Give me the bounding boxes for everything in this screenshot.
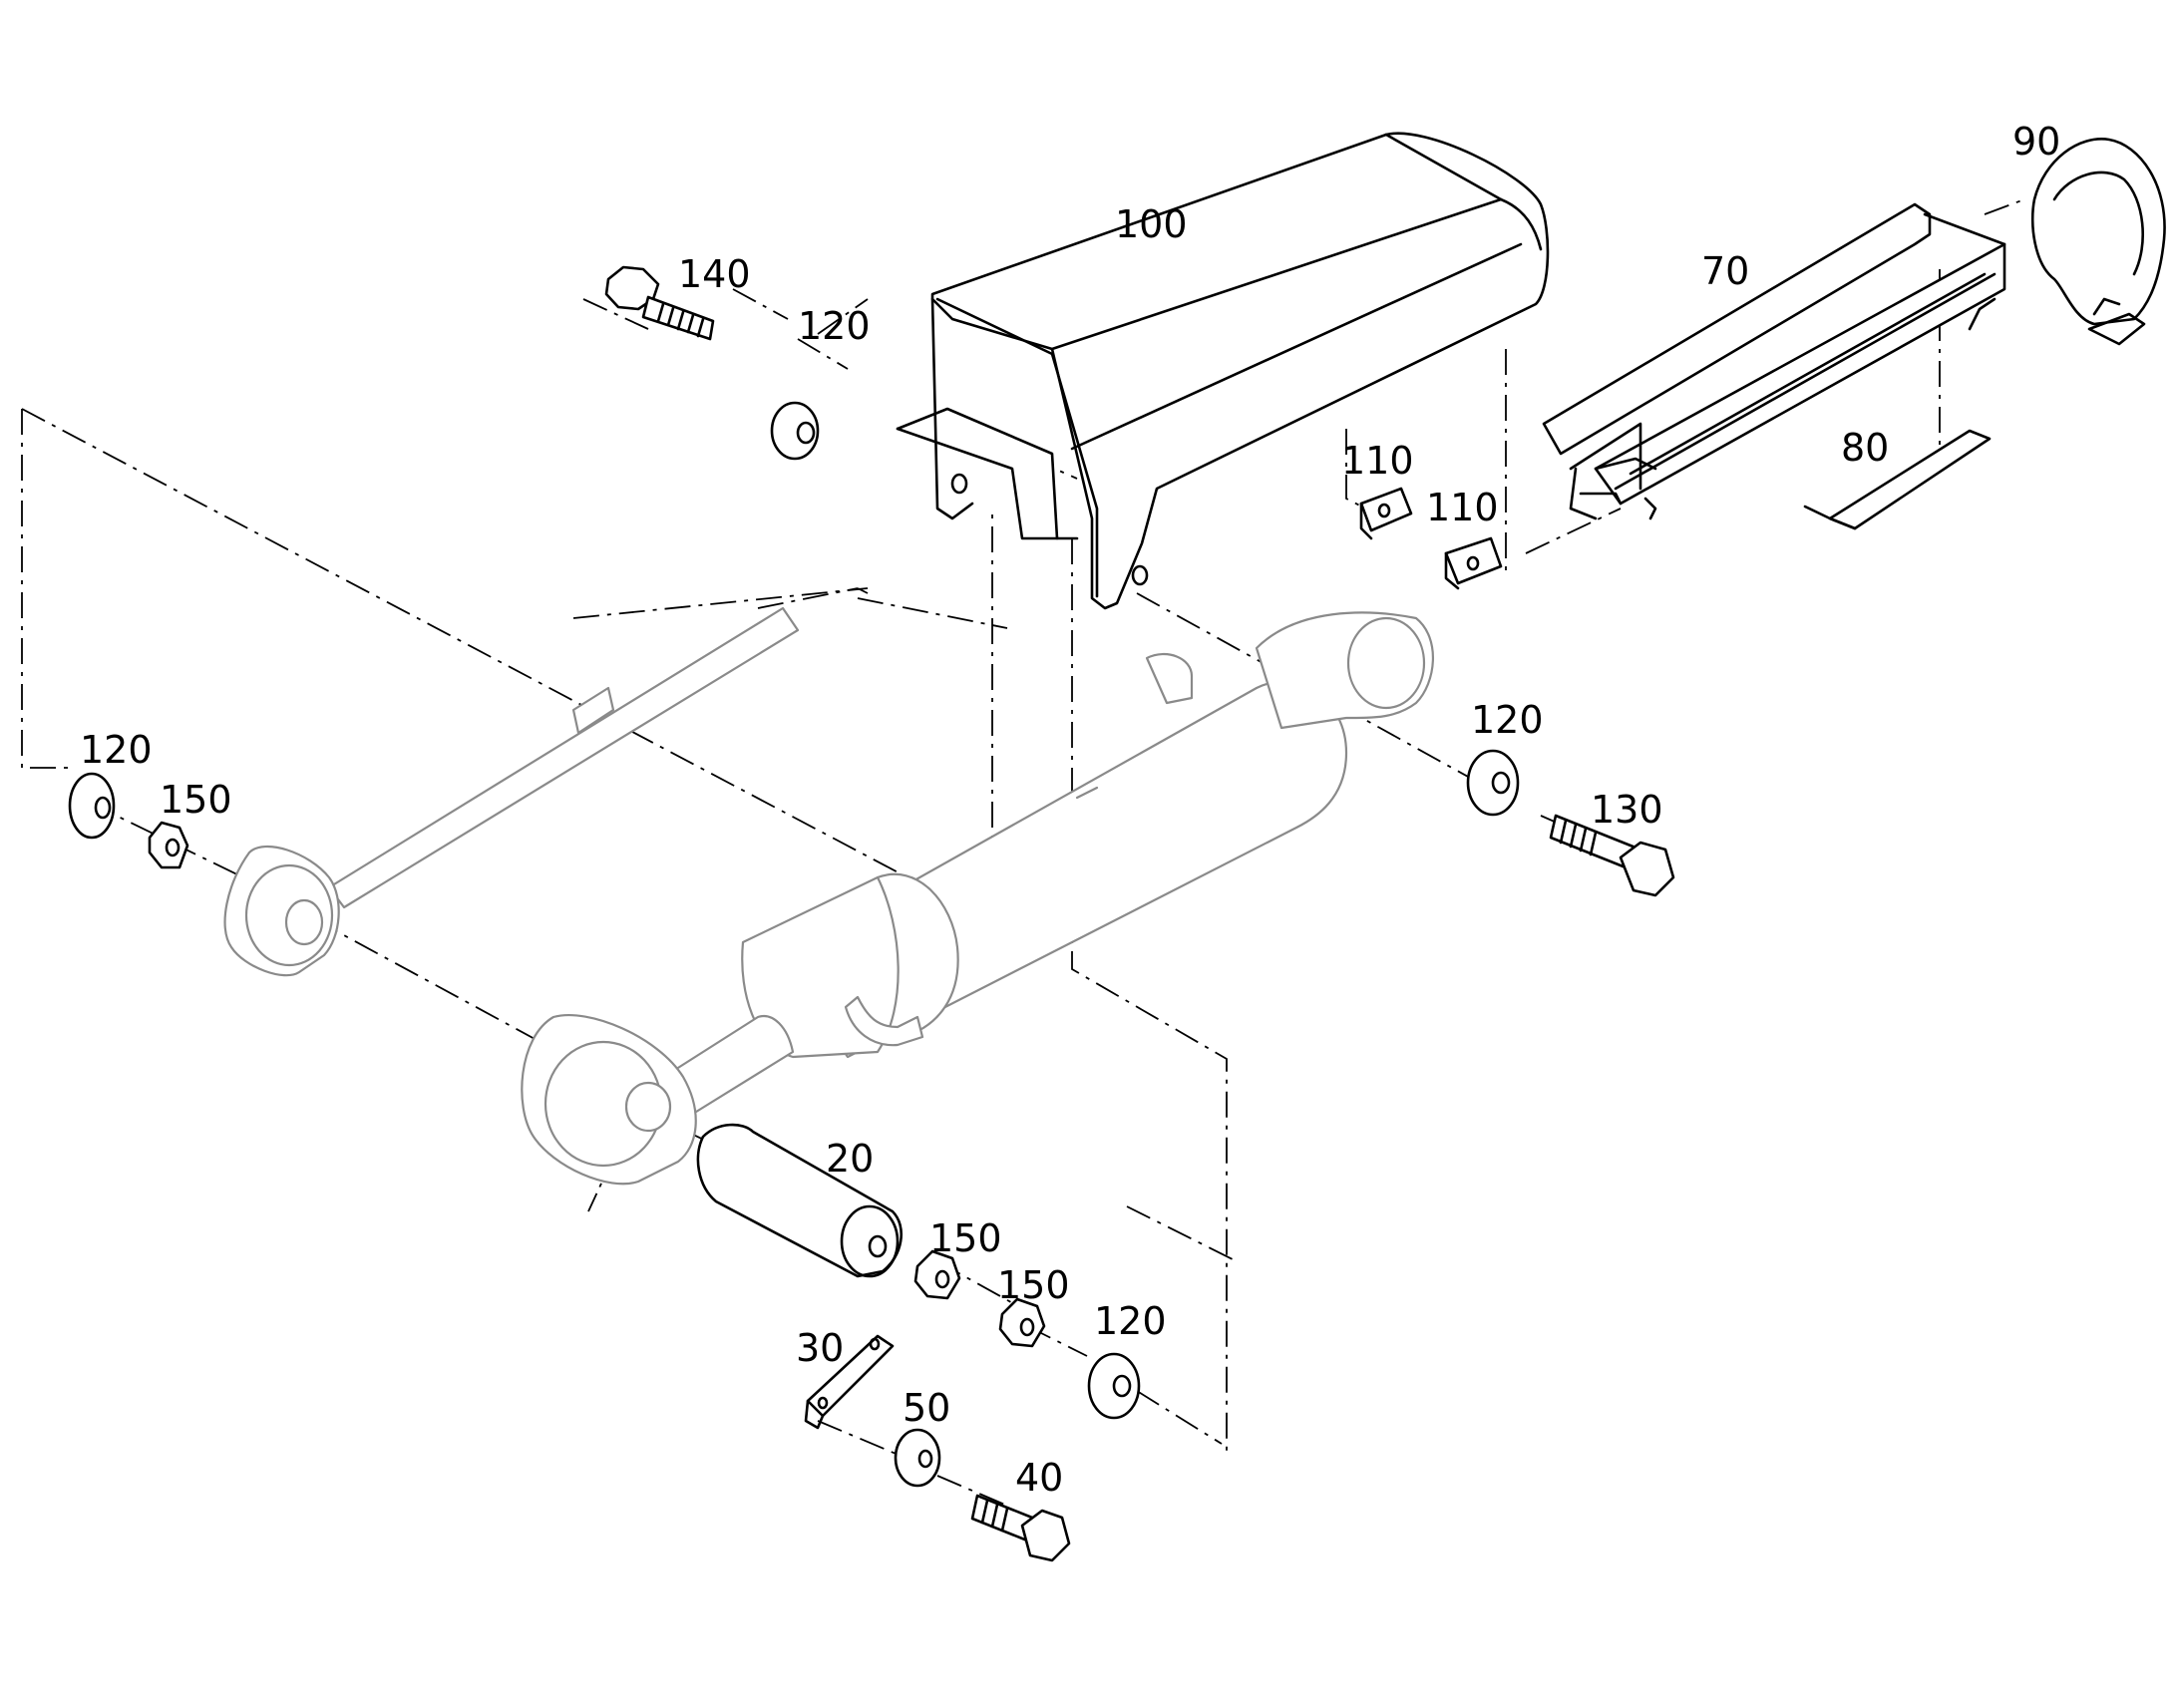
part-80-strip bbox=[1803, 429, 1992, 530]
callout-30: 30 bbox=[796, 1326, 844, 1370]
callout-150-left: 150 bbox=[160, 778, 232, 822]
callout-80: 80 bbox=[1841, 426, 1889, 470]
callout-120-right: 120 bbox=[1471, 698, 1544, 742]
callout-120-top: 120 bbox=[798, 304, 871, 348]
callout-labels: 100 140 120 90 70 110 110 80 120 150 120… bbox=[80, 120, 2060, 1500]
callout-110-a: 110 bbox=[1341, 439, 1414, 483]
callout-120-bottom: 120 bbox=[1094, 1299, 1167, 1343]
hydraulic-cylinder bbox=[223, 606, 1435, 1186]
part-100-cover bbox=[896, 132, 1550, 610]
callout-120-left: 120 bbox=[80, 728, 153, 772]
callout-50: 50 bbox=[903, 1386, 950, 1430]
callout-110-b: 110 bbox=[1426, 486, 1499, 529]
callout-150-a: 150 bbox=[929, 1216, 1002, 1260]
callout-150-b: 150 bbox=[997, 1263, 1070, 1307]
callout-140: 140 bbox=[678, 252, 751, 296]
small-hardware bbox=[68, 265, 1675, 1562]
callout-40: 40 bbox=[1015, 1456, 1063, 1500]
callout-90: 90 bbox=[2012, 120, 2060, 164]
callout-70: 70 bbox=[1701, 249, 1749, 293]
part-90-clamp bbox=[2030, 138, 2166, 346]
callout-20: 20 bbox=[826, 1137, 874, 1181]
callout-130: 130 bbox=[1591, 788, 1663, 832]
callout-100: 100 bbox=[1115, 202, 1188, 246]
part-70-rail bbox=[1542, 202, 2006, 520]
